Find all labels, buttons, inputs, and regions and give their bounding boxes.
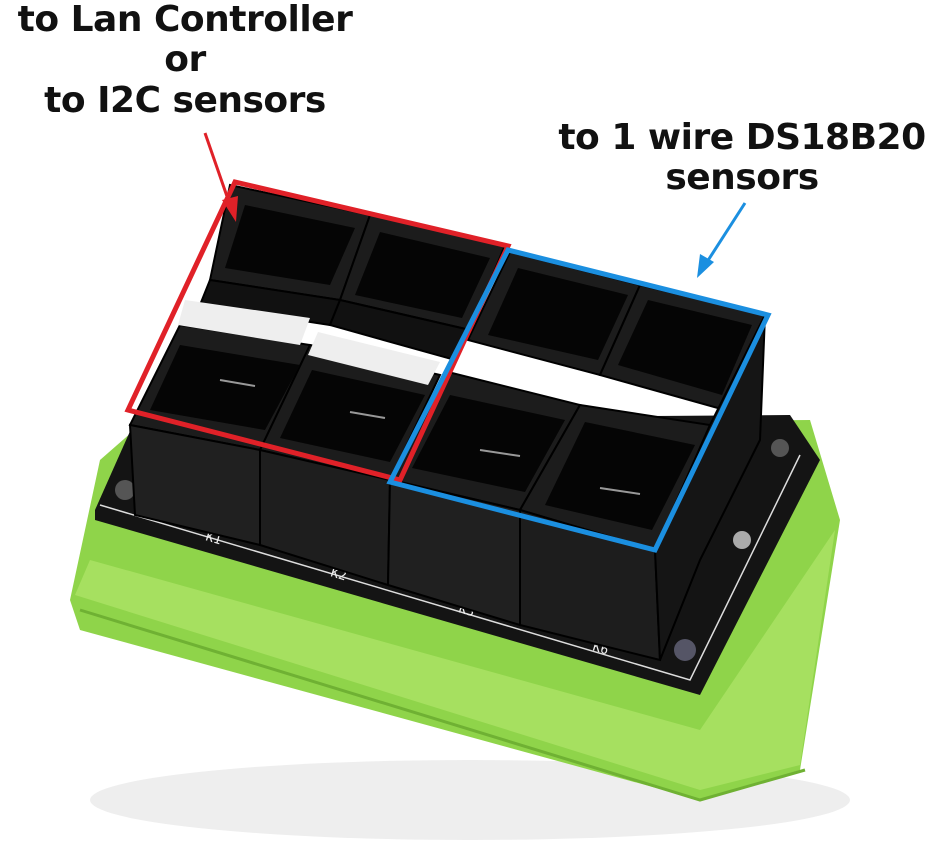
- red-arrow-icon: [203, 132, 238, 222]
- annotation-line: to 1 wire DS18B20: [558, 117, 926, 158]
- annotation-line: or: [164, 39, 206, 81]
- annotation-lan-i2c: to Lan Controller or to I2C sensors: [0, 0, 370, 121]
- annotation-line: to Lan Controller: [17, 0, 353, 40]
- annotation-onewire: to 1 wire DS18B20 sensors: [540, 117, 944, 199]
- mount-hole: [674, 639, 696, 661]
- lan-i2c-ports-outline: [124, 179, 512, 483]
- screw-icon: [733, 531, 751, 549]
- blue-arrow-icon: [697, 202, 747, 278]
- label-strip: [308, 332, 440, 385]
- annotation-line: sensors: [665, 157, 819, 199]
- mount-hole: [115, 480, 135, 500]
- onewire-ports-outline: [386, 247, 772, 553]
- label-strip: [178, 300, 310, 345]
- annotation-line: to I2C sensors: [44, 79, 326, 121]
- mount-hole: [771, 439, 789, 457]
- enclosure-lip: [75, 530, 835, 790]
